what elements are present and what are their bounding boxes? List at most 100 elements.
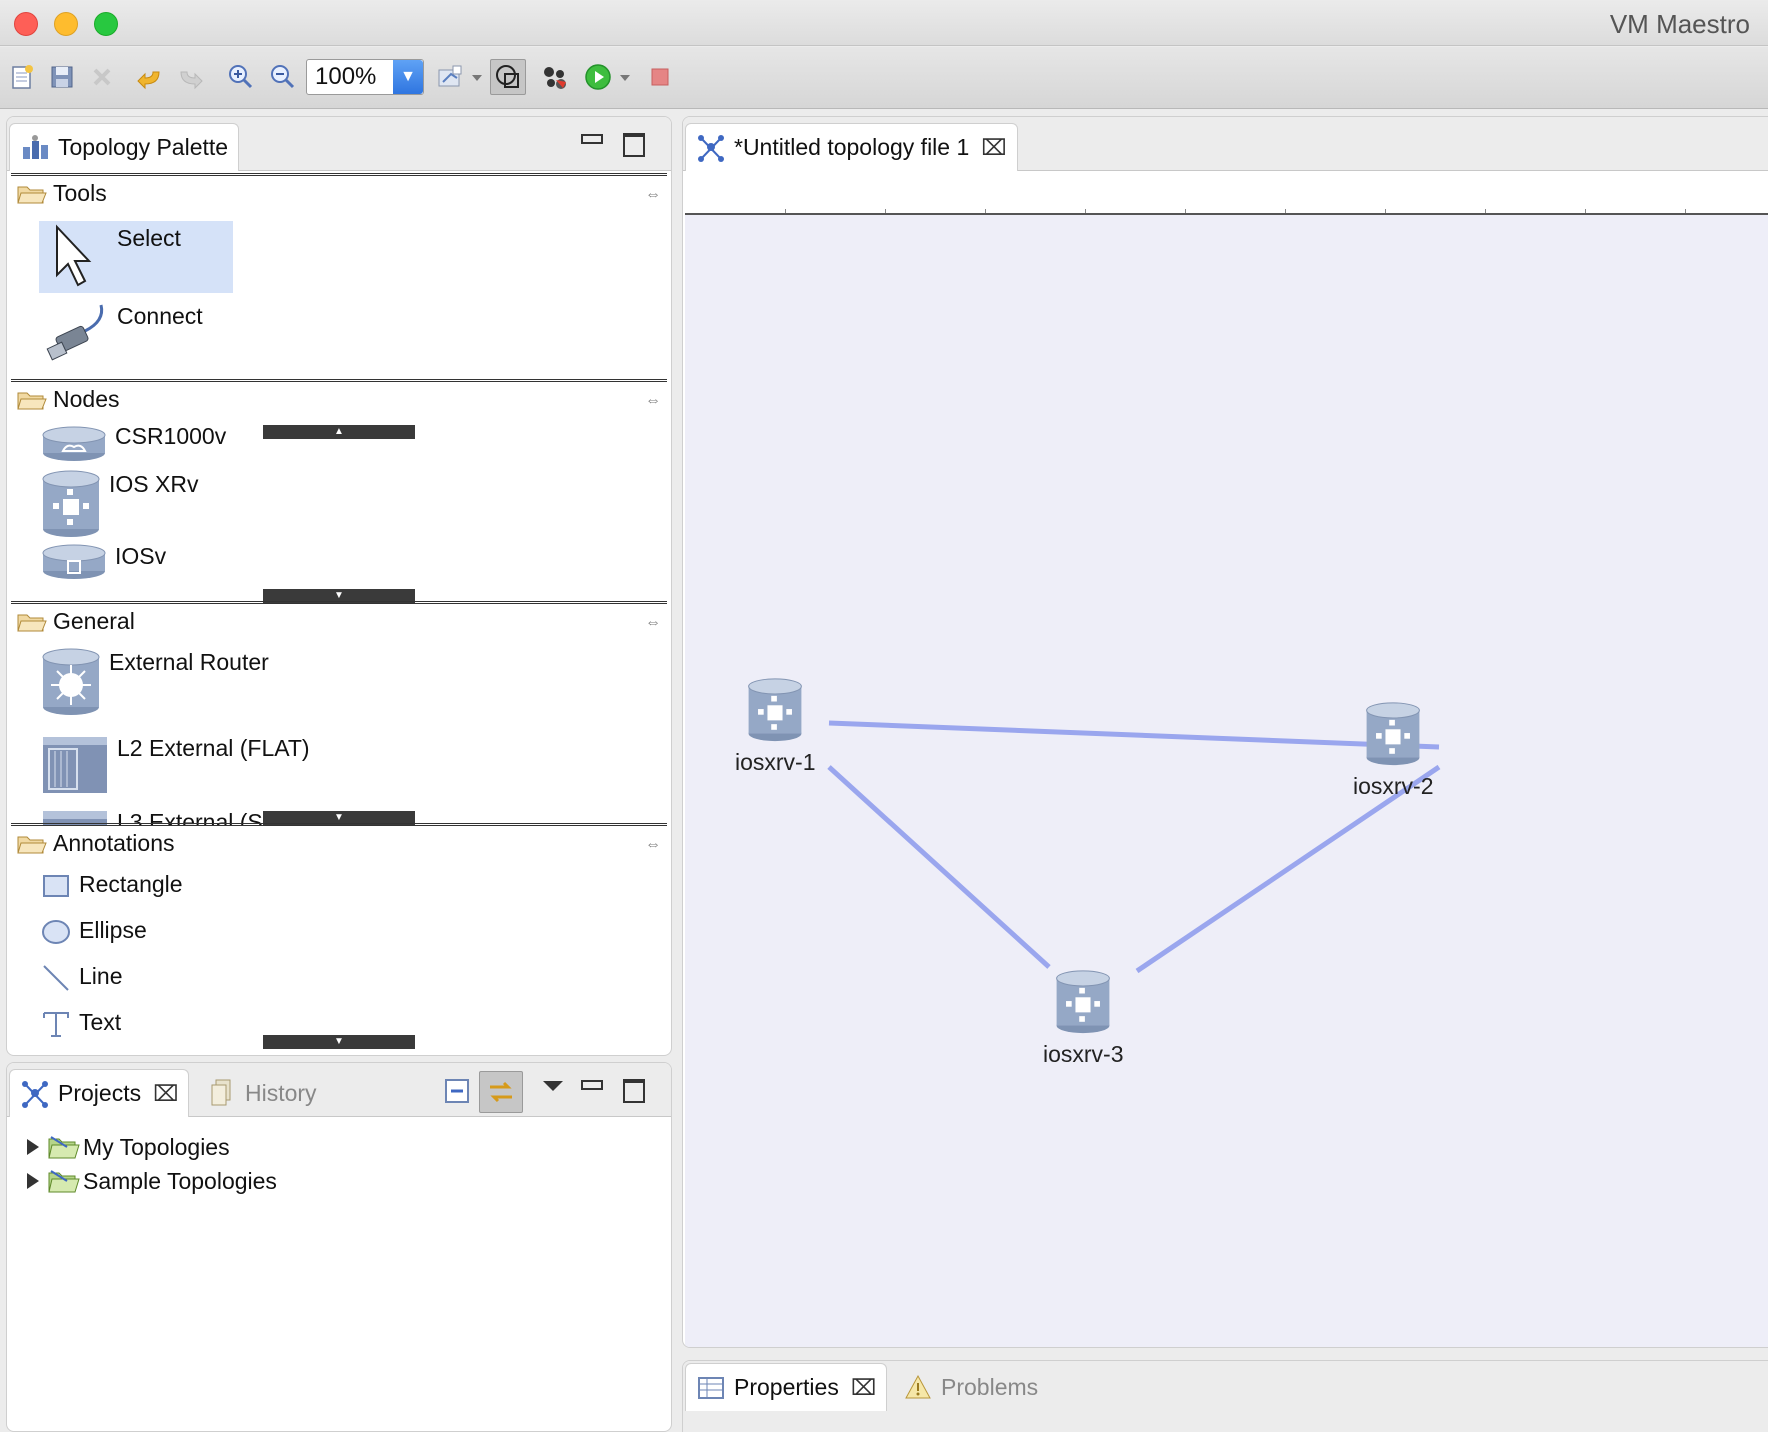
tab-properties[interactable]: Properties ⌧ [685, 1363, 888, 1411]
main-toolbar: 100% ▼ [0, 47, 1768, 109]
palette-item-connect-label: Connect [117, 303, 203, 329]
node-label: iosxrv-3 [1043, 1041, 1124, 1067]
palette-item-connect[interactable]: Connect [45, 301, 203, 365]
node-iosxrv-3[interactable]: iosxrv-3 [1043, 969, 1124, 1068]
close-tab-icon[interactable]: ⌧ [153, 1080, 179, 1106]
expand-arrow-icon[interactable] [27, 1173, 39, 1189]
node-iosxrv-1[interactable]: iosxrv-1 [735, 677, 816, 776]
collapse-all-icon[interactable] [439, 1073, 475, 1109]
link-iosxrv1-iosxrv3[interactable] [827, 765, 1051, 969]
drawer-general-header[interactable]: General ⇔ [11, 601, 667, 639]
link-iosxrv2-iosxrv3[interactable] [1135, 764, 1441, 974]
link-iosxrv1-iosxrv2[interactable] [828, 720, 1440, 750]
ruler-tick [985, 209, 986, 213]
topology-file-icon [696, 133, 726, 163]
drawer-nodes-header[interactable]: Nodes ⇔ [11, 379, 667, 417]
palette-item-text[interactable]: Text [41, 1009, 121, 1039]
zoom-combo[interactable]: 100% ▼ [306, 59, 424, 95]
folder-open-icon [17, 392, 47, 409]
properties-tab-bar: Properties ⌧ Problems [683, 1361, 1768, 1432]
palette-item-ios-xrv[interactable]: IOS XRv [41, 469, 198, 539]
maximize-panel-icon[interactable] [621, 1077, 645, 1103]
palette-item-line[interactable]: Line [41, 963, 122, 993]
palette-item-select[interactable]: Select [53, 223, 181, 289]
delete-icon[interactable] [84, 59, 120, 95]
palette-item-iosv[interactable]: IOSv [41, 541, 166, 581]
stop-simulation-icon[interactable] [642, 59, 678, 95]
properties-panel: Properties ⌧ Problems [682, 1360, 1768, 1432]
xr-router-icon [748, 678, 803, 742]
annotations-scroll-down[interactable]: ▼ [263, 1035, 415, 1049]
snap-to-grid-icon[interactable] [490, 59, 526, 95]
palette-item-l2-external-flat[interactable]: L2 External (FLAT) [41, 733, 310, 795]
palette-item-csr1000v[interactable]: CSR1000v [41, 423, 226, 463]
close-tab-icon[interactable]: ⌧ [981, 134, 1007, 160]
build-topology-icon[interactable] [536, 59, 572, 95]
drawer-tools-header[interactable]: Tools ⇔ [11, 173, 667, 211]
layout-dropdown-arrow[interactable] [472, 75, 482, 81]
ruler-tick [1485, 209, 1486, 213]
window-minimize-button[interactable] [54, 12, 78, 36]
nodes-scroll-down[interactable]: ▼ [263, 589, 415, 603]
pin-icon[interactable]: ⇔ [645, 186, 661, 203]
view-menu-icon[interactable] [543, 1081, 563, 1091]
palette-item-rectangle[interactable]: Rectangle [41, 871, 183, 901]
tab-topology-palette-label: Topology Palette [58, 134, 229, 160]
redo-icon[interactable] [172, 59, 208, 95]
tab-history[interactable]: History [197, 1069, 327, 1117]
layout-icon[interactable] [432, 59, 468, 95]
tab-untitled-topology[interactable]: *Untitled topology file 1 ⌧ [685, 123, 1018, 171]
link-with-editor-icon[interactable] [479, 1071, 523, 1113]
title-bar: VM Maestro [0, 0, 1768, 46]
pointer-arrow-icon [56, 224, 92, 287]
pin-icon[interactable]: ⇔ [645, 614, 661, 631]
cable-icon [46, 304, 104, 361]
drawer-annotations-header[interactable]: Annotations ⇔ [11, 823, 667, 861]
tab-projects[interactable]: Projects ⌧ [9, 1069, 190, 1117]
run-simulation-icon[interactable] [580, 59, 616, 95]
undo-icon[interactable] [132, 59, 168, 95]
tree-item-sample-topologies[interactable]: Sample Topologies [27, 1167, 277, 1195]
new-file-icon[interactable] [4, 59, 40, 95]
palette-item-external-router-label: External Router [109, 649, 269, 675]
expand-arrow-icon[interactable] [27, 1139, 39, 1155]
palette-item-select-label: Select [117, 225, 181, 251]
minimize-panel-icon[interactable] [579, 131, 603, 155]
router-icon [42, 544, 106, 579]
nodes-scroll-up[interactable]: ▲ [263, 425, 415, 439]
tree-item-my-topologies[interactable]: My Topologies [27, 1133, 230, 1161]
window-close-button[interactable] [14, 12, 38, 36]
maximize-panel-icon[interactable] [621, 131, 645, 157]
palette-item-ellipse[interactable]: Ellipse [41, 917, 147, 947]
chevron-down-icon: ▼ [334, 812, 344, 823]
tab-topology-palette[interactable]: Topology Palette [9, 123, 240, 171]
router-icon [42, 426, 106, 461]
palette-item-external-router[interactable]: External Router [41, 647, 269, 717]
project-folder-icon [48, 1170, 80, 1193]
node-iosxrv-2[interactable]: iosxrv-2 [1353, 701, 1434, 800]
external-router-icon [42, 648, 100, 715]
projects-icon [20, 1079, 50, 1109]
zoom-in-icon[interactable] [222, 59, 258, 95]
chevron-down-icon[interactable]: ▼ [393, 60, 423, 94]
window-maximize-button[interactable] [94, 12, 118, 36]
tab-history-label: History [245, 1079, 317, 1106]
chevron-down-icon: ▼ [334, 590, 344, 601]
minimize-panel-icon[interactable] [579, 1077, 603, 1101]
tab-problems-label: Problems [941, 1373, 1039, 1400]
save-icon[interactable] [44, 59, 80, 95]
run-dropdown-arrow[interactable] [620, 75, 630, 81]
drawer-general: General ⇔ [11, 601, 667, 639]
topology-canvas[interactable]: iosxrv-1 iosxrv-2 iosxrv-3 [685, 173, 1768, 1347]
zoom-value[interactable]: 100% [315, 63, 377, 90]
ruler-tick [1685, 209, 1686, 213]
rectangle-icon [43, 875, 69, 897]
pin-icon[interactable]: ⇔ [645, 836, 661, 853]
node-label: iosxrv-1 [735, 749, 816, 775]
tab-problems[interactable]: Problems [893, 1363, 1048, 1411]
close-tab-icon[interactable]: ⌧ [850, 1374, 877, 1400]
topology-palette-panel: Topology Palette Tools ⇔ Select Connect [6, 116, 672, 1056]
pin-icon[interactable]: ⇔ [645, 392, 661, 409]
general-scroll-down[interactable]: ▼ [263, 811, 415, 825]
zoom-out-icon[interactable] [264, 59, 300, 95]
